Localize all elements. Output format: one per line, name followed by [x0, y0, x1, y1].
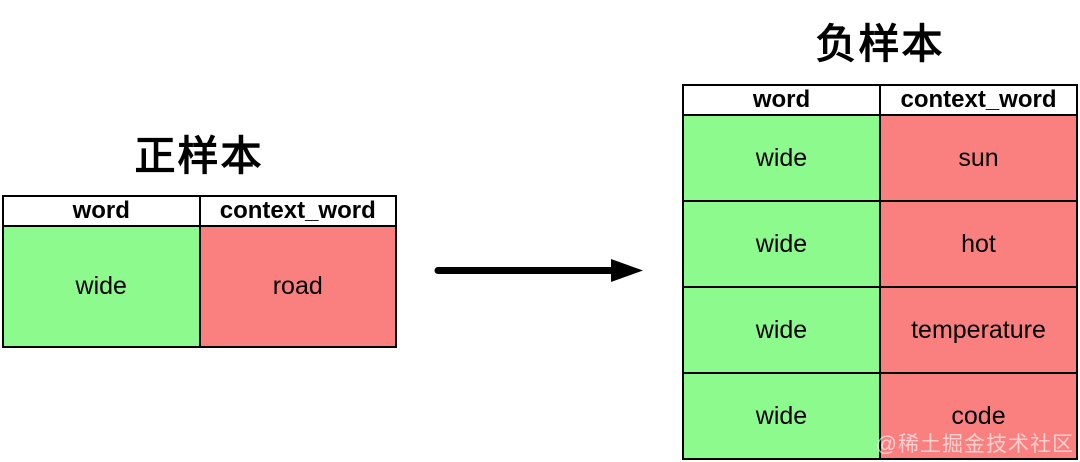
- table-row: wide temperature: [682, 286, 1078, 374]
- positive-sample-table: word context_word wide road: [2, 195, 397, 348]
- negative-header-word: word: [682, 84, 881, 116]
- positive-table-title: 正样本: [134, 133, 264, 179]
- negative-cell-context-word: code: [879, 372, 1078, 460]
- positive-header-word: word: [2, 195, 201, 227]
- watermark: @稀土掘金技术社区: [875, 433, 1074, 456]
- negative-cell-word: wide: [682, 286, 881, 374]
- negative-cell-word: wide: [682, 200, 881, 288]
- negative-cell-context-word: sun: [879, 114, 1078, 202]
- negative-cell-word: wide: [682, 372, 881, 460]
- negative-cell-word: wide: [682, 114, 881, 202]
- negative-sample-table: word context_word wide sun wide hot wide…: [682, 84, 1078, 460]
- table-row: wide road: [2, 225, 397, 348]
- negative-header-row: word context_word: [682, 84, 1078, 116]
- negative-header-context-word: context_word: [879, 84, 1078, 116]
- table-row: wide code: [682, 372, 1078, 460]
- positive-header-context-word: context_word: [198, 195, 397, 227]
- negative-cell-context-word: hot: [879, 200, 1078, 288]
- table-row: wide sun: [682, 114, 1078, 202]
- positive-cell-word: wide: [2, 225, 201, 348]
- negative-cell-context-word: temperature: [879, 286, 1078, 374]
- negative-table-title: 负样本: [815, 21, 945, 67]
- arrow-right-icon: [434, 259, 643, 282]
- table-row: wide hot: [682, 200, 1078, 288]
- positive-cell-context-word: road: [198, 225, 397, 348]
- positive-header-row: word context_word: [2, 195, 397, 227]
